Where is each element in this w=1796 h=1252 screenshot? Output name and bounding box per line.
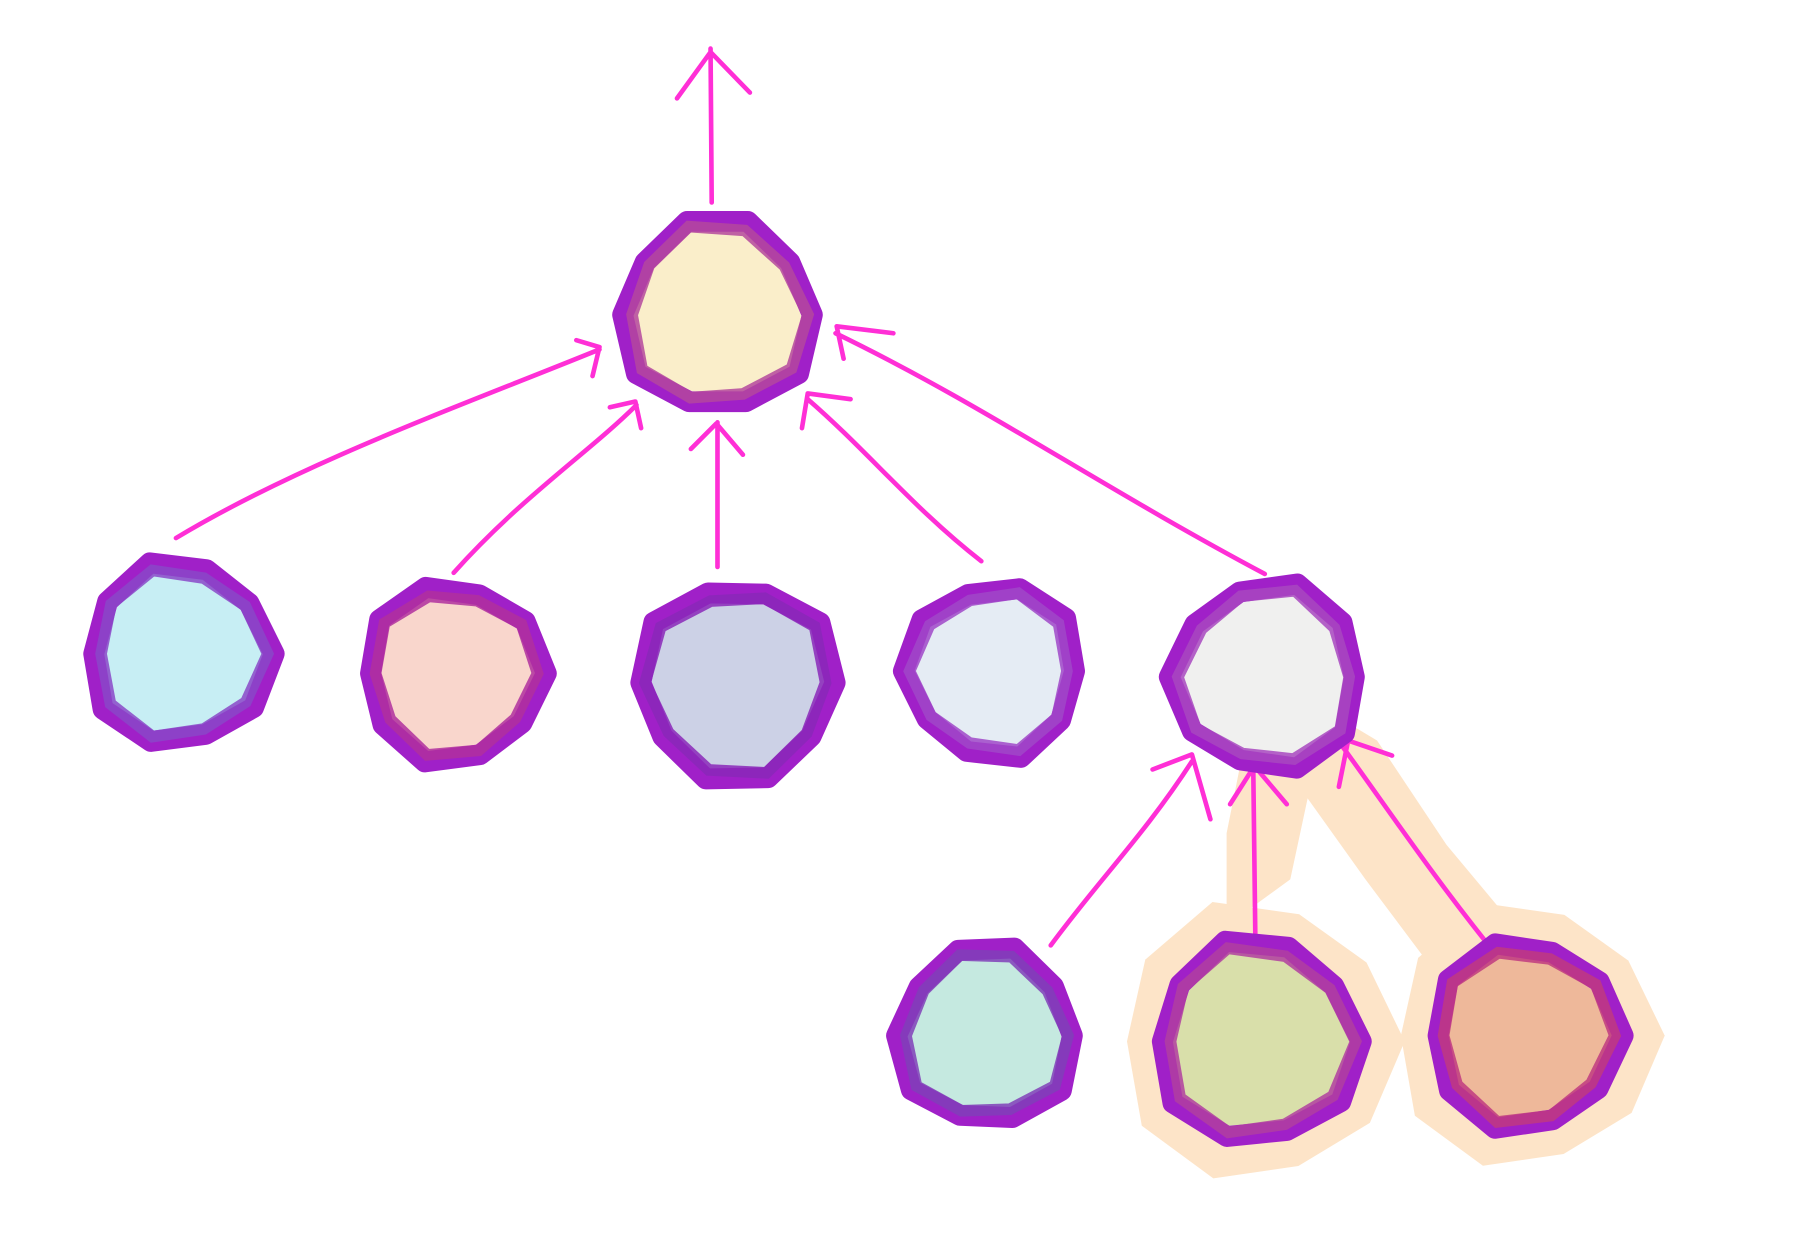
node-outline bbox=[1158, 573, 1365, 779]
node-child-3 bbox=[630, 582, 846, 790]
edge-child-3 bbox=[688, 420, 746, 570]
node-child-2 bbox=[360, 576, 557, 773]
node-child-4 bbox=[892, 578, 1085, 768]
node-inner-outline bbox=[95, 564, 275, 743]
node-inner-outline bbox=[638, 592, 832, 779]
node-child-1 bbox=[83, 552, 285, 752]
node-inner-outline bbox=[903, 587, 1073, 757]
node-inner-outline bbox=[1437, 946, 1622, 1128]
node-inner-outline bbox=[1164, 942, 1362, 1139]
edge-child-2 bbox=[451, 399, 644, 576]
node-root bbox=[612, 210, 823, 413]
edge-child-1 bbox=[173, 337, 602, 541]
node-inner-outline bbox=[626, 220, 815, 404]
root-output-edge bbox=[674, 46, 753, 205]
node-outline bbox=[886, 937, 1083, 1128]
node-inner-outline bbox=[899, 949, 1075, 1117]
node-outline bbox=[83, 552, 285, 752]
node-inner-outline bbox=[369, 590, 544, 761]
node-outline bbox=[1151, 930, 1372, 1147]
node-grandchild-1 bbox=[886, 937, 1083, 1128]
edge-grandchild-1 bbox=[1048, 752, 1213, 948]
nodes bbox=[83, 210, 1634, 1147]
node-grandchild-3 bbox=[1427, 933, 1634, 1139]
edge-child-5 bbox=[833, 323, 1268, 577]
edge-child-4 bbox=[799, 391, 984, 564]
node-child-5 bbox=[1158, 573, 1365, 779]
node-outline bbox=[612, 210, 823, 413]
node-grandchild-2 bbox=[1151, 930, 1372, 1147]
node-inner-outline bbox=[1171, 584, 1356, 766]
